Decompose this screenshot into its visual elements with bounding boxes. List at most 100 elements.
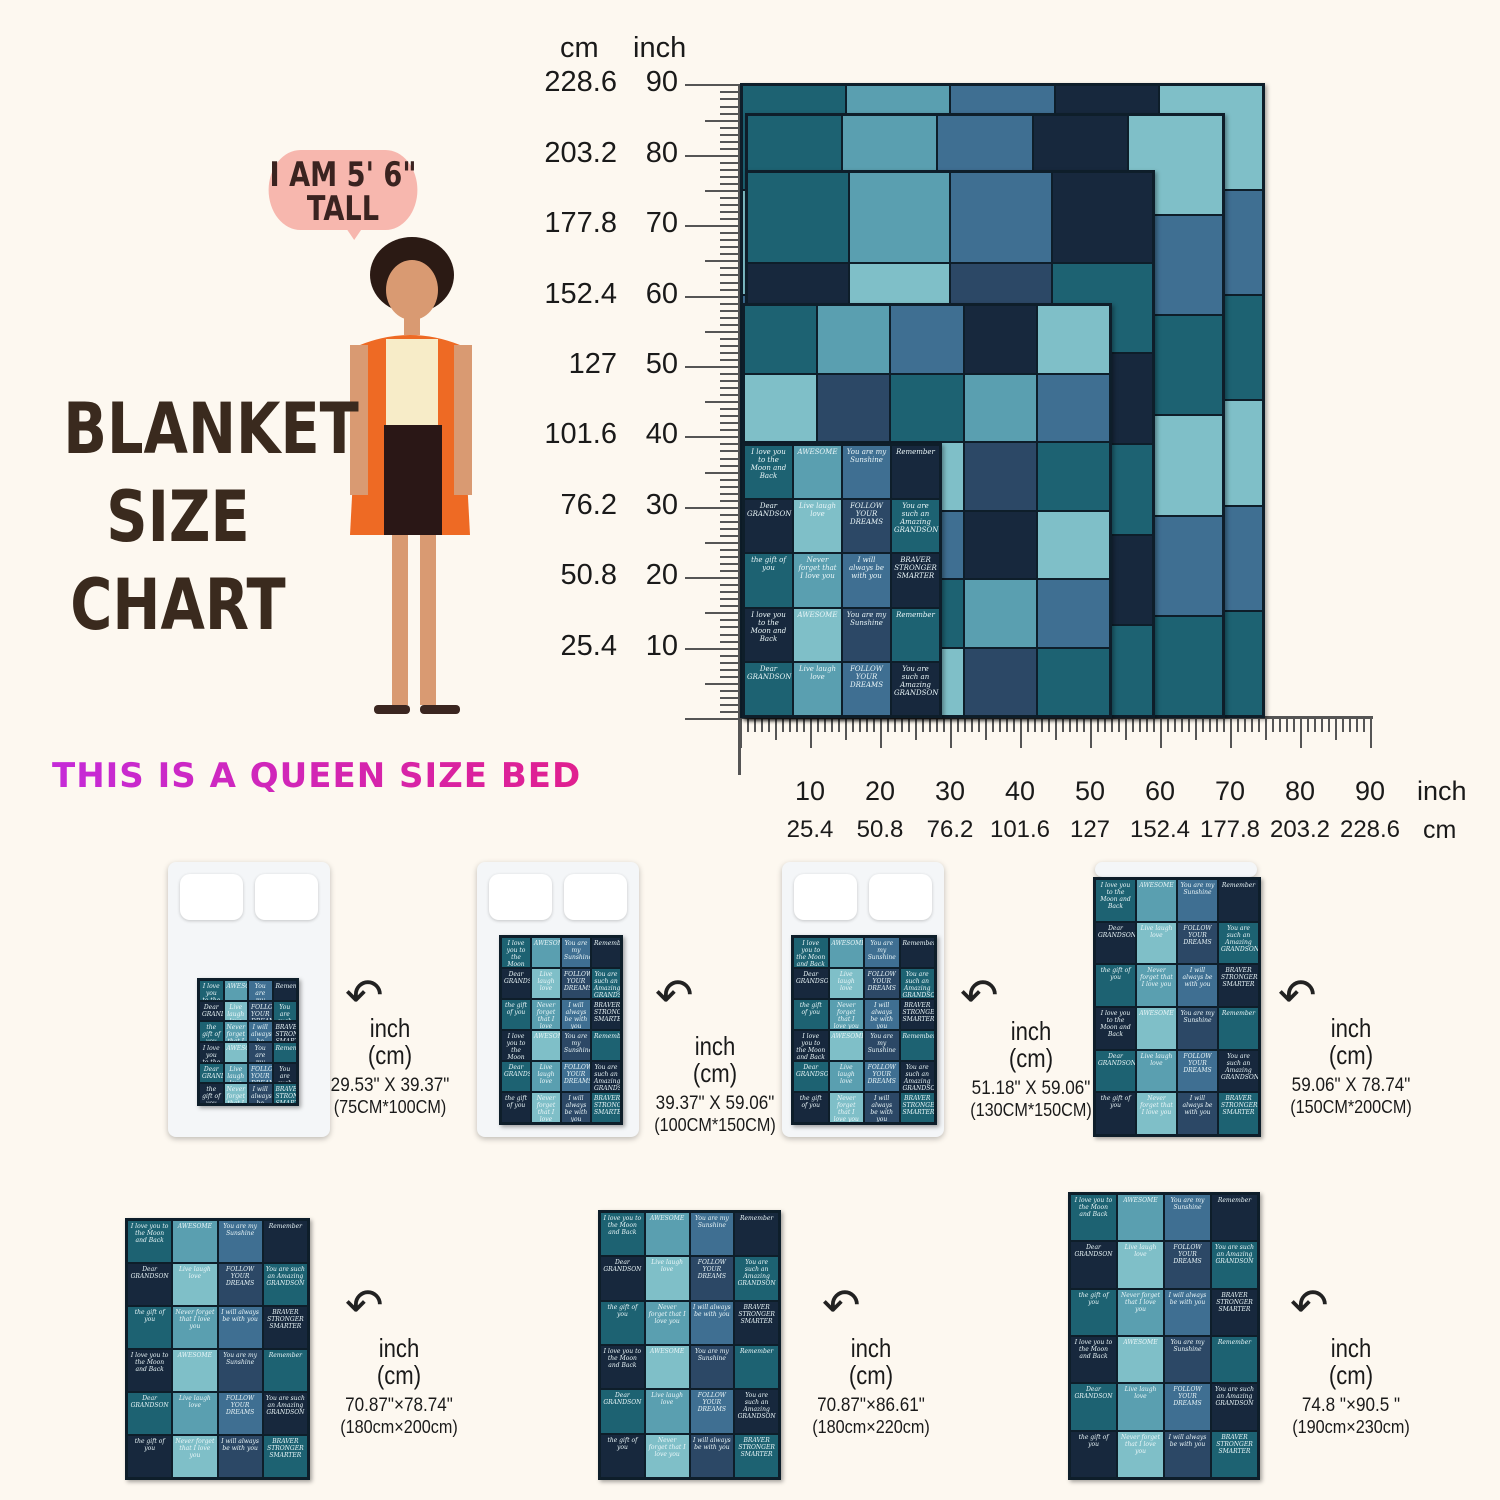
blanket-tile: You are my Sunshine: [1178, 880, 1217, 921]
ruler-tick: [1104, 718, 1106, 732]
blanket-tile: the gift of you: [601, 1434, 644, 1477]
blanket-tile: [1037, 374, 1109, 441]
blanket-tile: I will always be with you: [562, 1000, 590, 1029]
blanket-tile: I will always be with you: [690, 1301, 734, 1344]
ruler-tick: [685, 366, 740, 368]
blanket-tile: I love you to the Moon and Back: [128, 1350, 172, 1391]
blanket-tile: Dear GRANDSON: [1096, 922, 1135, 964]
ruler-tick: [1349, 718, 1351, 732]
blanket-tile: BRAVER STRONGER SMARTER: [263, 1436, 307, 1477]
ruler-tick: [720, 98, 740, 101]
unit-cm: (cm): [367, 1040, 413, 1070]
title-line: BLANKET: [63, 388, 359, 470]
unit-cm: (cm): [848, 1360, 894, 1390]
blanket-tile: the gift of you: [128, 1436, 172, 1477]
ruler-tick: [720, 605, 740, 608]
inch-tick-label: 70: [1214, 776, 1246, 806]
blanket-tile: Dear GRANDSON: [1071, 1242, 1116, 1288]
blanket-tile: [818, 374, 890, 441]
inch-tick-label: 60: [645, 277, 678, 310]
dimensions-cm: (180cm×220cm): [812, 1417, 930, 1437]
ruler-tick: [852, 718, 854, 732]
blanket-tile: the gift of you: [200, 1022, 223, 1041]
blanket-tile: FOLLOW YOUR DREAMS: [1178, 1050, 1217, 1092]
blanket-tile: I will always be with you: [218, 1436, 262, 1477]
ruler-tick: [894, 718, 896, 732]
ruler-tick: [720, 563, 740, 566]
blanket-tile: AWESOME: [224, 1042, 247, 1062]
inch-tick-label: 50: [1074, 776, 1106, 806]
blanket-tile: Never forget that I love you: [224, 1084, 247, 1103]
ruler-tick: [1174, 718, 1176, 732]
blanket-tile: Dear GRANDSON: [1071, 1384, 1116, 1430]
ruler-tick: [957, 718, 959, 732]
blanket-tile: You are such an Amazing GRANDSON: [735, 1257, 778, 1300]
ruler-tick: [685, 506, 740, 509]
blanket-tile: Live laugh love: [224, 1001, 247, 1021]
ruler-tick: [720, 499, 740, 502]
ruler-tick: [1223, 718, 1225, 732]
blanket-tile: AWESOME: [794, 608, 841, 661]
blanket-tile: Never forget that I love you: [1137, 1093, 1176, 1134]
ruler-tick: [901, 718, 903, 732]
blanket-tile: You are my Sunshine: [843, 446, 890, 499]
ruler-tick: [720, 534, 740, 537]
dimensions-cm: (75CM*100CM): [333, 1097, 447, 1117]
ruler-tick: [1076, 718, 1078, 732]
ruler-tick: [720, 570, 740, 573]
blanket-tile: AWESOME: [532, 1031, 560, 1060]
blanket-tile: BRAVER STRONGER SMARTER: [263, 1307, 307, 1348]
ruler-tick: [1055, 718, 1057, 740]
blanket-tile: You are my Sunshine: [562, 1031, 590, 1060]
blanket-tile: BRAVER STRONGER SMARTER: [892, 554, 939, 607]
ruler-tick: [685, 84, 740, 87]
blanket-tile: You are my Sunshine: [249, 981, 272, 1000]
blanket-tile: You are my Sunshine: [690, 1345, 734, 1389]
ruler-tick: [1370, 718, 1372, 748]
ruler-tick: [720, 197, 740, 200]
ruler-tick: [1132, 718, 1134, 732]
blanket-tile: AWESOME: [829, 1031, 863, 1060]
ruler-tick: [838, 718, 840, 732]
blanket-tile: Live laugh love: [1118, 1242, 1163, 1288]
curved-arrow-icon: ↶: [822, 1279, 861, 1331]
ruler-tick: [720, 373, 740, 376]
blanket-tile: Live laugh love: [224, 1063, 247, 1083]
ruler-tick: [720, 218, 740, 221]
ruler-tick: [978, 718, 980, 732]
cm-tick-label: 76.2: [926, 816, 974, 843]
inch-tick-label: 90: [645, 66, 678, 99]
ruler-tick: [720, 239, 740, 242]
dimensions-cm: (190cm×230cm): [1292, 1417, 1410, 1437]
inch-tick-label: 20: [864, 776, 896, 806]
ruler-tick: [887, 718, 889, 732]
dimensions-inch: 70.87"×86.61": [817, 1395, 925, 1416]
blanket-tile: Dear GRANDSON: [1096, 1050, 1135, 1092]
blanket-tile: FOLLOW YOUR DREAMS: [218, 1393, 262, 1434]
blanket-tile: Dear GRANDSON: [502, 1062, 530, 1091]
ruler-tick: [720, 246, 740, 249]
blanket-tile: I love you to the Moon and Back: [1071, 1336, 1116, 1383]
blanket-tile: Dear GRANDSON: [745, 500, 792, 553]
cm-tick-label: 177.8: [1199, 816, 1261, 843]
ruler-tick: [720, 668, 740, 671]
cm-tick-label: 127: [568, 348, 617, 380]
blanket-tile: Remember: [1219, 880, 1258, 921]
blanket-tile: FOLLOW YOUR DREAMS: [562, 1062, 590, 1091]
ruler-tick: [720, 380, 740, 383]
cm-unit: cm: [1423, 816, 1457, 844]
ruler-tick: [1006, 718, 1008, 732]
ruler-tick: [685, 225, 740, 228]
ruler-tick: [824, 718, 826, 732]
blanket-tile: I love you to the Moon and Back: [1071, 1195, 1116, 1241]
inch-tick-label: 60: [1144, 776, 1176, 806]
blanket-tile: You are such an Amazing GRANDSON: [1219, 1050, 1258, 1092]
blanket-tile: Dear GRANDSON: [794, 1062, 828, 1091]
blanket-tile: I love you to the Moon and Back: [601, 1213, 644, 1256]
ruler-tick: [720, 168, 740, 171]
ruler-tick: [1307, 718, 1309, 732]
ruler-tick: [720, 358, 740, 361]
ruler-tick: [1188, 718, 1190, 732]
ruler-tick: [720, 492, 740, 495]
